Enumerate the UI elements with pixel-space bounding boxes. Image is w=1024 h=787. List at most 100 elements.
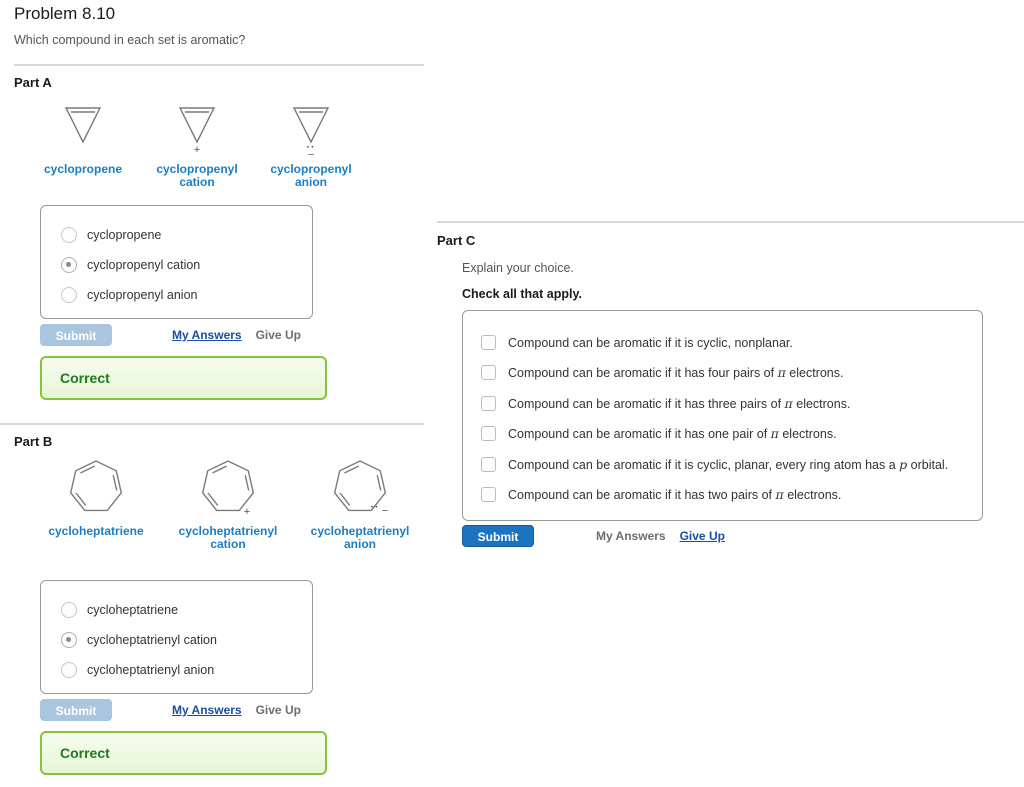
structure-label-line2: anion	[294, 175, 327, 189]
structure-cycloheptatriene: cycloheptatriene	[30, 458, 162, 551]
give-up-link[interactable]: Give Up	[679, 529, 725, 543]
checkbox-option-label: Compound can be aromatic if it has one p…	[508, 426, 837, 441]
minus-charge-symbol: −	[382, 505, 388, 517]
cyclopropene-structure-icon	[64, 107, 102, 144]
checkbox-option-four-pairs-pi[interactable]: Compound can be aromatic if it has four …	[481, 358, 982, 389]
submit-button[interactable]: Submit	[40, 324, 112, 346]
checkbox-option-label: Compound can be aromatic if it has two p…	[508, 487, 841, 502]
give-up-link[interactable]: Give Up	[255, 703, 301, 717]
option-text: electrons.	[792, 396, 851, 411]
my-answers-link[interactable]: My Answers	[172, 328, 242, 342]
problem-question: Which compound in each set is aromatic?	[14, 33, 246, 47]
structure-label-line1: cycloheptatrienyl	[178, 524, 278, 538]
structure-label-line1: cyclopropenyl	[156, 162, 238, 176]
radio-option-label: cycloheptatriene	[87, 603, 179, 617]
checkbox-option-three-pairs-pi[interactable]: Compound can be aromatic if it has three…	[481, 388, 982, 419]
radio-option-cyclopropenyl-anion[interactable]: cyclopropenyl anion	[61, 280, 312, 310]
radio-option-cycloheptatriene[interactable]: cycloheptatriene	[61, 595, 312, 625]
checkbox[interactable]	[481, 365, 496, 381]
structure-label: cycloheptatriene	[48, 525, 143, 538]
part-a-actions: Submit My Answers Give Up	[40, 324, 301, 346]
lone-pair-symbol: ··	[371, 502, 380, 513]
plus-charge-symbol: +	[194, 144, 200, 156]
radio-button[interactable]	[61, 602, 77, 618]
pi-symbol: π	[775, 487, 784, 503]
radio-button[interactable]	[61, 257, 77, 273]
divider	[0, 423, 424, 425]
radio-button[interactable]	[61, 632, 77, 648]
part-a-heading: Part A	[14, 75, 52, 90]
part-c-instruction: Explain your choice.	[462, 261, 574, 275]
part-b-heading: Part B	[14, 434, 53, 449]
cyclopropenyl-cation-structure-icon: +	[178, 107, 216, 156]
radio-option-cyclopropene[interactable]: cyclopropene	[61, 220, 312, 250]
option-text: orbital.	[907, 457, 949, 472]
checkbox[interactable]	[481, 426, 496, 442]
submit-button[interactable]: Submit	[462, 525, 534, 547]
radio-button[interactable]	[61, 662, 77, 678]
radio-option-cycloheptatrienyl-anion[interactable]: cycloheptatrienyl anion	[61, 655, 312, 685]
checkbox[interactable]	[481, 487, 496, 503]
my-answers-label[interactable]: My Answers	[596, 529, 666, 543]
part-b-feedback-box: Correct	[40, 731, 327, 775]
option-text: Compound can be aromatic if it has three…	[508, 396, 785, 411]
page-title: Problem 8.10	[14, 4, 116, 23]
pi-symbol: π	[784, 395, 793, 411]
checkbox-option-label: Compound can be aromatic if it is cyclic…	[508, 457, 948, 472]
option-text: Compound can be aromatic if it is cyclic…	[508, 335, 793, 350]
checkbox-option-one-pair-pi[interactable]: Compound can be aromatic if it has one p…	[481, 419, 982, 450]
checkbox-option-label: Compound can be aromatic if it has three…	[508, 396, 850, 411]
part-c-actions: Submit My Answers Give Up	[462, 525, 725, 547]
checkbox-option-label: Compound can be aromatic if it is cyclic…	[508, 335, 793, 350]
structure-cycloheptatrienyl-anion: ·· − cycloheptatrienyl anion	[294, 458, 426, 551]
my-answers-link[interactable]: My Answers	[172, 703, 242, 717]
give-up-link[interactable]: Give Up	[255, 328, 301, 342]
cycloheptatrienyl-anion-structure-icon: ·· −	[333, 460, 388, 517]
structure-cyclopropenyl-cation: + cyclopropenyl cation	[140, 100, 254, 189]
option-text: Compound can be aromatic if it has four …	[508, 366, 778, 381]
radio-option-label: cyclopropenyl anion	[87, 288, 198, 302]
structure-label: cyclopropenyl anion	[270, 163, 351, 189]
option-text: Compound can be aromatic if it is cyclic…	[508, 457, 900, 472]
radio-option-label: cyclopropenyl cation	[87, 258, 201, 272]
part-a-answer-box: cyclopropene cyclopropenyl cation cyclop…	[40, 205, 313, 319]
part-a-feedback-box: Correct	[40, 356, 327, 400]
radio-option-cycloheptatrienyl-cation[interactable]: cycloheptatrienyl cation	[61, 625, 312, 655]
right-column: Part C Explain your choice. Check all th…	[437, 0, 1024, 600]
checkbox[interactable]	[481, 395, 496, 411]
submit-button[interactable]: Submit	[40, 699, 112, 721]
radio-button[interactable]	[61, 227, 77, 243]
p-symbol: p	[899, 456, 908, 472]
cycloheptatrienyl-cation-structure-icon: +	[201, 460, 255, 518]
structure-label-line2: cation	[210, 537, 246, 551]
structure-label-line2: cation	[179, 175, 215, 189]
part-b-actions: Submit My Answers Give Up	[40, 699, 301, 721]
checkbox-option-two-pairs-pi[interactable]: Compound can be aromatic if it has two p…	[481, 480, 982, 511]
pi-symbol: π	[777, 365, 786, 381]
lone-pair-symbol: ··	[307, 142, 316, 153]
checkbox-option-cyclic-nonplanar[interactable]: Compound can be aromatic if it is cyclic…	[481, 327, 982, 358]
cyclopropenyl-anion-structure-icon: ·· −	[292, 107, 330, 160]
checkbox[interactable]	[481, 456, 496, 472]
option-text: electrons.	[783, 488, 842, 503]
checkbox[interactable]	[481, 334, 496, 350]
radio-option-label: cyclopropene	[87, 228, 162, 242]
part-b-answer-box: cycloheptatriene cycloheptatrienyl catio…	[40, 580, 313, 694]
checkbox-option-cyclic-planar-p-orbital[interactable]: Compound can be aromatic if it is cyclic…	[481, 449, 982, 480]
structure-label-line1: cyclopropene	[43, 162, 123, 176]
left-column: Problem 8.10 Which compound in each set …	[0, 0, 426, 787]
structure-label: cyclopropene	[44, 163, 122, 176]
divider	[14, 64, 424, 66]
structure-cycloheptatrienyl-cation: + cycloheptatrienyl cation	[162, 458, 294, 551]
correct-status: Correct	[60, 745, 110, 761]
structure-label-line1: cycloheptatrienyl	[310, 524, 410, 538]
part-c-sub-instruction: Check all that apply.	[462, 287, 582, 301]
radio-option-cyclopropenyl-cation[interactable]: cyclopropenyl cation	[61, 250, 312, 280]
option-text: electrons.	[778, 427, 837, 442]
part-b-structures: cycloheptatriene + cycloheptatrienyl cat…	[30, 458, 426, 551]
option-text: Compound can be aromatic if it has two p…	[508, 488, 776, 503]
structure-label-line2: anion	[343, 537, 376, 551]
radio-button[interactable]	[61, 287, 77, 303]
structure-label: cycloheptatrienyl cation	[179, 525, 278, 551]
